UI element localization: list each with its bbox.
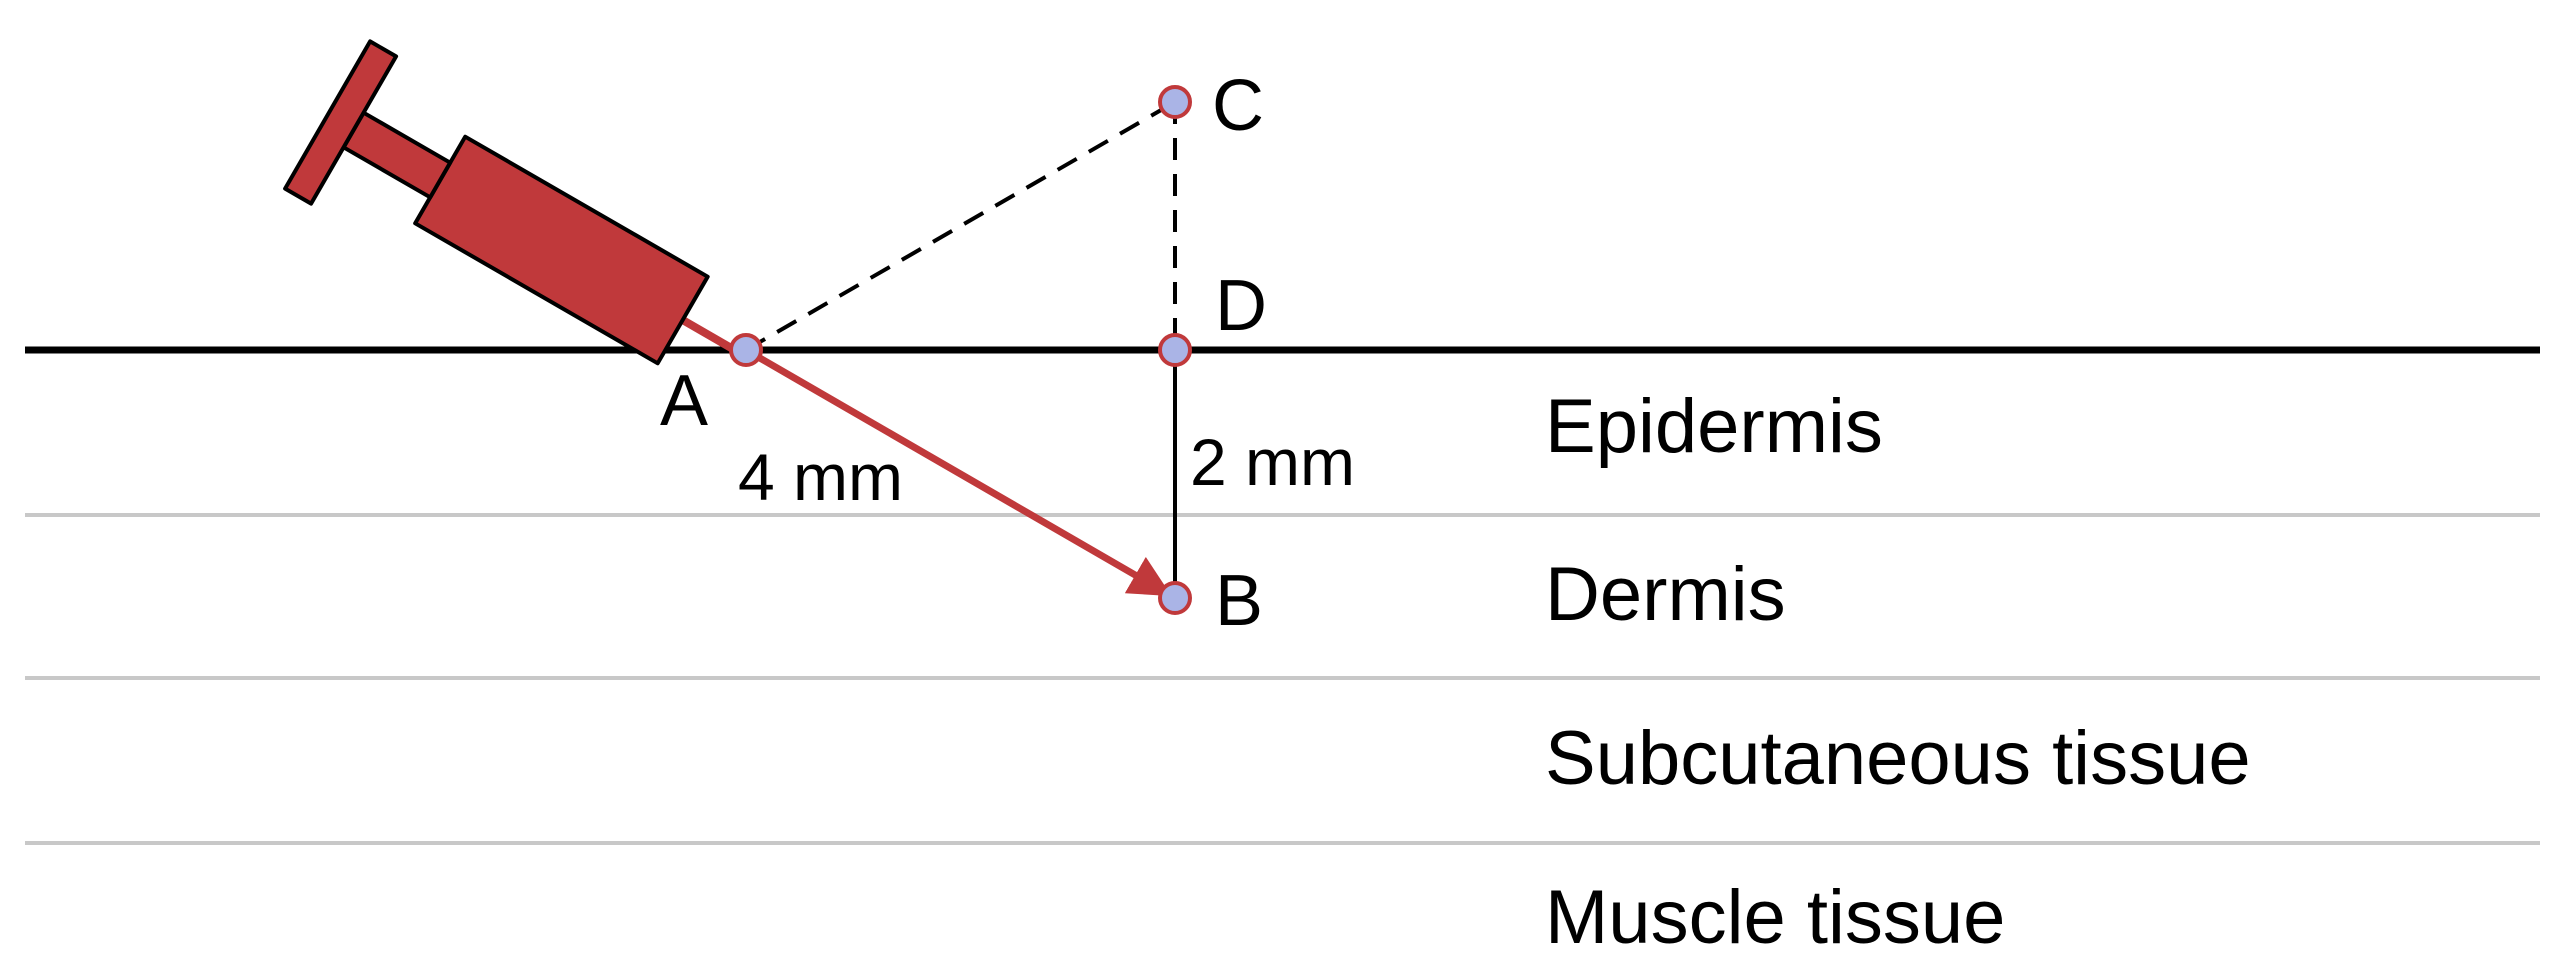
layer-label-epidermis: Epidermis [1545,384,1883,469]
point-d-label: D [1215,266,1267,346]
layer-label-muscle: Muscle tissue [1545,875,2005,960]
syringe-plunger-rod [341,110,453,200]
depth-label: 2 mm [1190,425,1355,499]
point-d [1158,333,1192,367]
syringe-plunger-handle [283,39,399,206]
dashed-line-a-c [744,100,1177,352]
point-a-label: A [660,361,708,441]
point-b [1158,581,1192,615]
layer-label-dermis: Dermis [1545,552,1786,637]
point-c-label: C [1212,66,1264,146]
point-b-label: B [1215,561,1263,641]
layer-label-subcutaneous: Subcutaneous tissue [1545,716,2251,801]
syringe-barrel [413,134,710,366]
needle-length-label: 4 mm [738,440,903,514]
point-c [1158,85,1192,119]
needle-path-arrow [744,346,1172,598]
syringe-icon [283,39,737,366]
point-a [729,333,763,367]
